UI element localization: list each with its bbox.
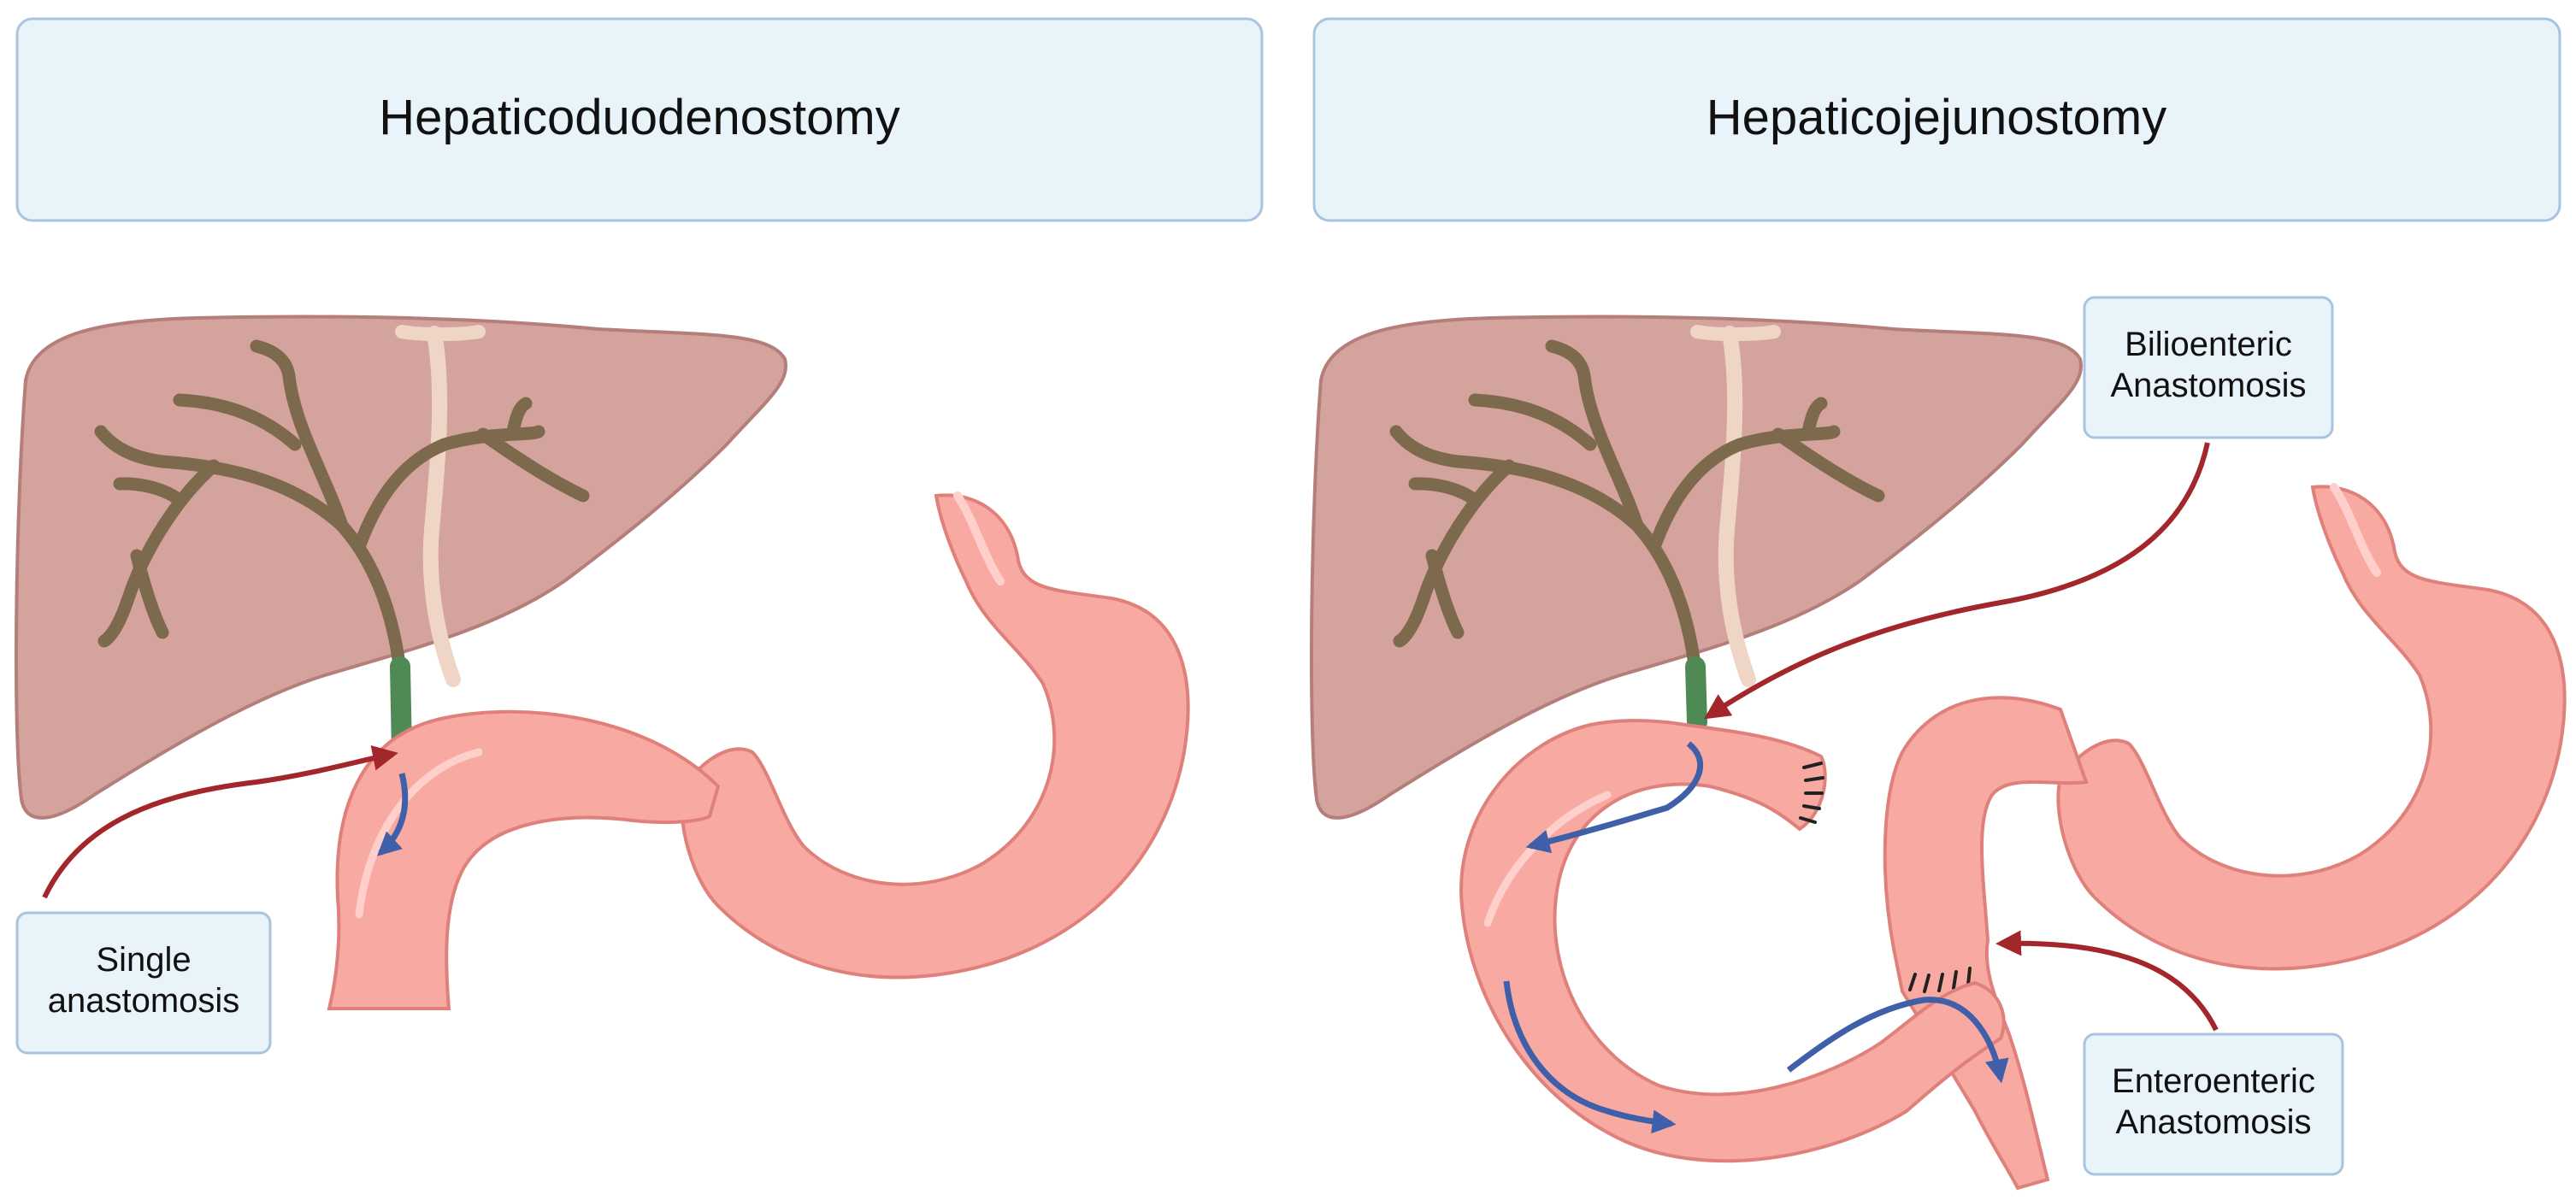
bile-flow-arrow-1 bbox=[1525, 741, 1704, 854]
single-anastomosis-label-line1: Single bbox=[96, 941, 191, 979]
right-panel: Hepaticojejunostomy bbox=[1309, 17, 2567, 1191]
right-title-box bbox=[1312, 17, 2561, 222]
bilioenteric-label-box bbox=[2083, 296, 2334, 439]
left-title: Hepaticoduodenostomy bbox=[379, 90, 899, 145]
enteroenteric-label-line2: Anastomosis bbox=[2116, 1103, 2312, 1141]
duodenum-limb bbox=[1883, 696, 2089, 1191]
bilioenteric-pointer-arrow bbox=[1704, 442, 2210, 720]
bilioenteric-label-line2: Anastomosis bbox=[2111, 367, 2307, 404]
bile-flow-arrow-left bbox=[376, 773, 409, 856]
enteroenteric-label-box bbox=[2083, 1032, 2344, 1176]
enteroenteric-label-line1: Enteroenteric bbox=[2112, 1062, 2315, 1100]
single-anastomosis-label-box bbox=[15, 911, 272, 1055]
stomach-illustration-right bbox=[2056, 483, 2567, 971]
left-panel: Hepaticoduodenostomy bbox=[14, 17, 1264, 1055]
right-title: Hepaticojejunostomy bbox=[1707, 90, 2166, 145]
single-anastomosis-arrow bbox=[42, 745, 398, 899]
liver-illustration-right bbox=[1309, 315, 2083, 820]
single-anastomosis-label-line2: anastomosis bbox=[48, 982, 240, 1020]
bile-flow-arrow-3 bbox=[1786, 997, 2009, 1084]
liver-illustration bbox=[14, 315, 787, 820]
left-title-box bbox=[15, 17, 1264, 222]
bilioenteric-label-line1: Bilioenteric bbox=[2125, 326, 2292, 363]
bile-flow-arrow-2 bbox=[1503, 980, 1677, 1134]
enteroenteric-pointer-arrow bbox=[1995, 930, 2219, 1032]
stomach-illustration bbox=[327, 491, 1190, 1010]
